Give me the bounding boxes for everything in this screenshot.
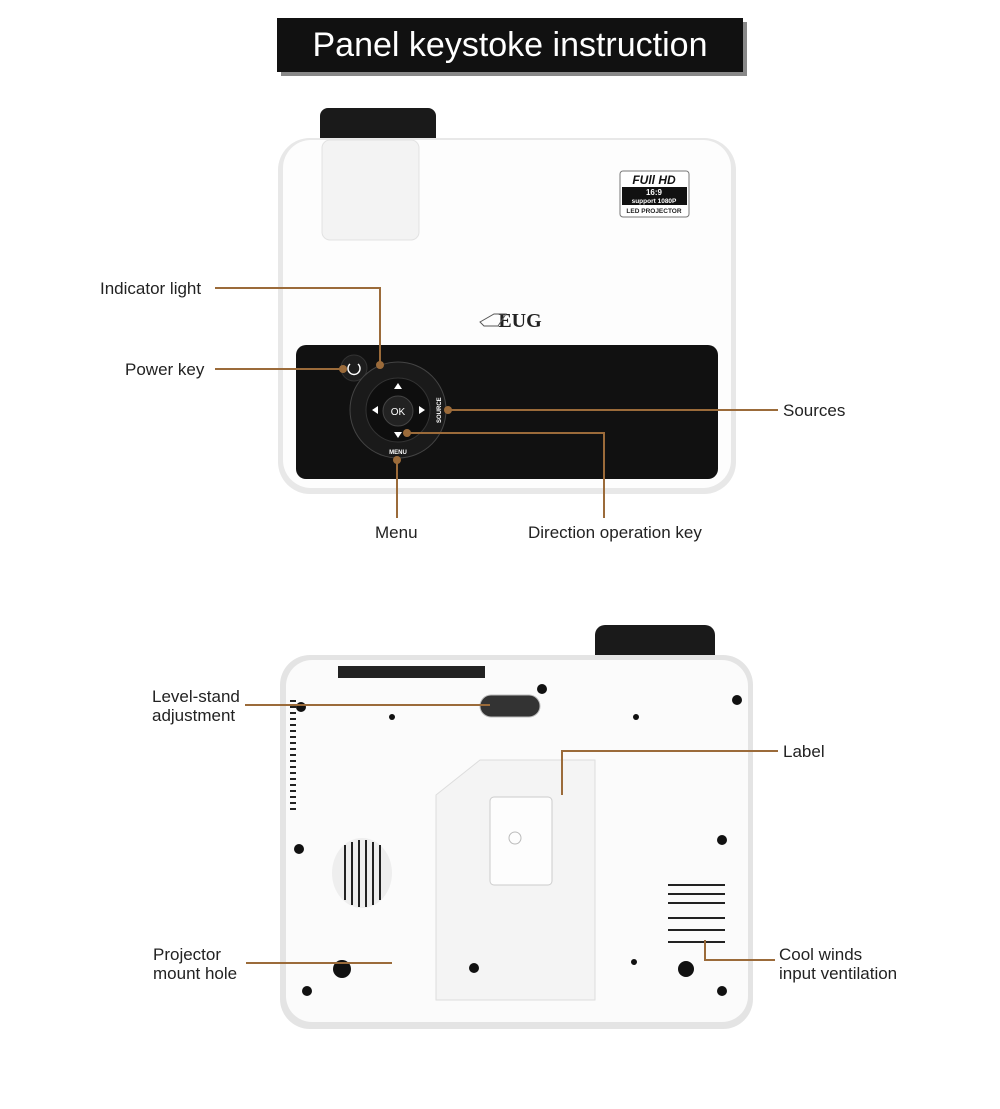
svg-text:16:9: 16:9: [646, 188, 663, 197]
label-indicator-light: Indicator light: [100, 279, 202, 298]
brand-logo: EUG: [498, 310, 542, 332]
full-hd-badge: FUll HD 16:9 support 1080P LED PROJECTOR: [619, 170, 690, 218]
source-key: SOURCE: [437, 397, 443, 423]
label-power-key: Power key: [125, 360, 205, 379]
label-direction-key: Direction operation key: [528, 523, 702, 542]
badge-line1: FUll HD: [632, 173, 676, 187]
svg-text:support 1080P: support 1080P: [632, 198, 677, 205]
ok-key: OK: [391, 407, 406, 418]
label-menu: Menu: [375, 523, 418, 542]
menu-key: MENU: [389, 450, 407, 456]
svg-text:LED PROJECTOR: LED PROJECTOR: [626, 208, 681, 215]
label-label: Label: [783, 742, 825, 761]
page-title: Panel keystoke instruction: [277, 18, 743, 72]
leader-lines: [215, 287, 778, 964]
projector-bottom-view: [280, 625, 753, 1029]
projector-top-view: FUll HD 16:9 support 1080P LED PROJECTOR…: [278, 108, 736, 494]
label-sources: Sources: [783, 401, 846, 420]
